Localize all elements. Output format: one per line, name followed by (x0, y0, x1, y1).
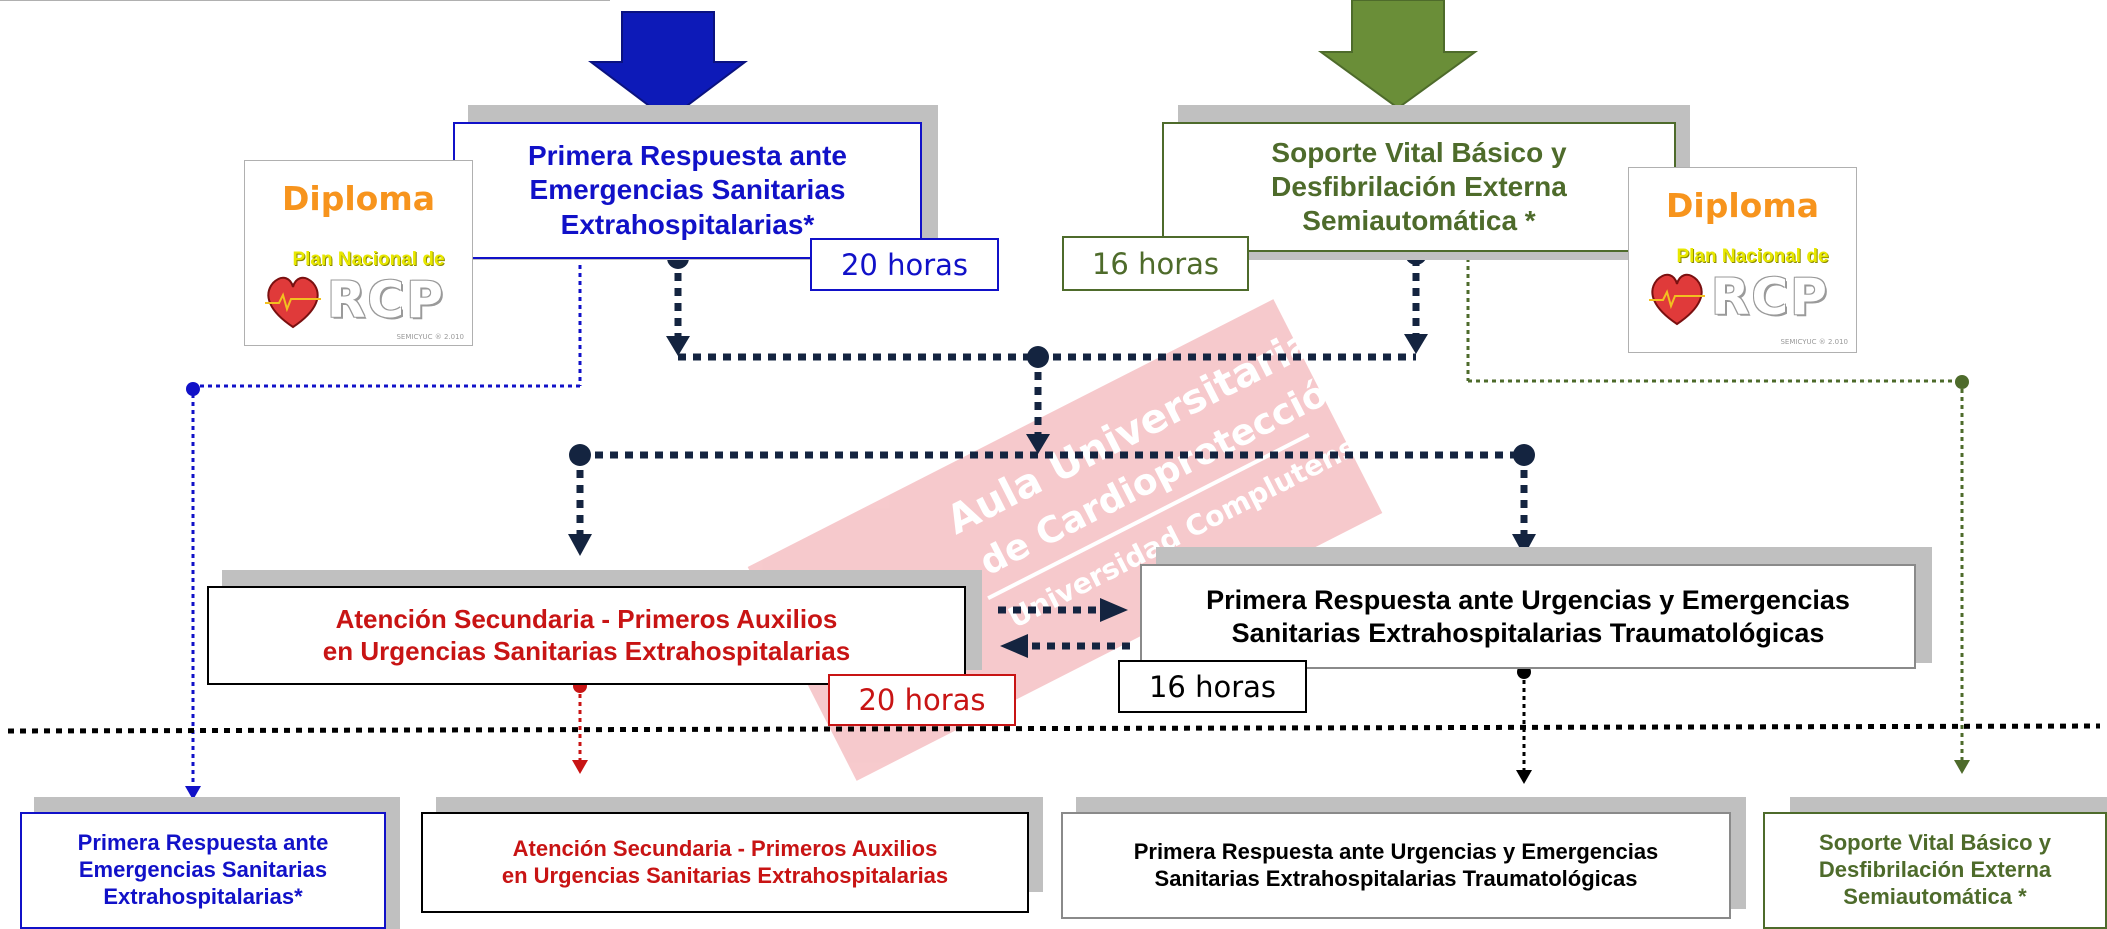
bottom-course-title-3: Primera Respuesta ante Urgencias y Emerg… (1133, 838, 1659, 891)
diploma-right-logo: RCP (1711, 268, 1829, 326)
diploma-left-credit: SEMICYUC ® 2.010 (396, 333, 464, 341)
diploma-left-title: Diploma (282, 179, 435, 218)
middle-right-course-box: Primera Respuesta ante Urgencias y Emerg… (1140, 564, 1916, 669)
bottom-course-title-1: Primera Respuesta ante Emergencias Sanit… (77, 830, 329, 909)
diploma-right-heart-icon (1645, 266, 1709, 330)
middle-right-course-title: Primera Respuesta ante Urgencias y Emerg… (1206, 584, 1850, 648)
blue-down-arrow-icon (588, 11, 748, 122)
bottom-course-title-2: Atención Secundaria - Primeros Auxilios … (501, 835, 949, 888)
diploma-right-title: Diploma (1666, 186, 1819, 225)
top-right-course-box: Soporte Vital Básico y Desfibrilación Ex… (1162, 122, 1676, 252)
diploma-right-plan: Plan Nacional de (1676, 246, 1829, 267)
top-rule (0, 0, 610, 1)
middle-right-hours-badge: 16 horas (1118, 660, 1307, 713)
middle-left-course-box: Atención Secundaria - Primeros Auxilios … (207, 586, 966, 685)
middle-left-course-title: Atención Secundaria - Primeros Auxilios … (322, 603, 851, 666)
middle-left-hours-badge: 20 horas (828, 674, 1016, 726)
top-left-course-title: Primera Respuesta ante Emergencias Sanit… (527, 140, 848, 240)
middle-left-hours: 20 horas (858, 683, 986, 717)
top-right-course-title: Soporte Vital Básico y Desfibrilación Ex… (1271, 136, 1567, 237)
diploma-right-credit: SEMICYUC ® 2.010 (1780, 338, 1848, 346)
bottom-course-box-1: Primera Respuesta ante Emergencias Sanit… (20, 812, 386, 929)
green-down-arrow-icon (1317, 0, 1479, 110)
bottom-course-title-4: Soporte Vital Básico y Desfibrilación Ex… (1818, 830, 2052, 909)
diploma-left-heart-icon (261, 269, 325, 333)
bottom-course-box-2: Atención Secundaria - Primeros Auxilios … (421, 812, 1029, 913)
top-left-hours-badge: 20 horas (810, 238, 999, 291)
bottom-course-box-3: Primera Respuesta ante Urgencias y Emerg… (1061, 812, 1731, 919)
bottom-course-box-4: Soporte Vital Básico y Desfibrilación Ex… (1763, 812, 2107, 929)
diploma-right: Diploma Plan Nacional de RCP SEMICYUC ® … (1628, 167, 1857, 353)
top-left-hours: 20 horas (840, 247, 969, 282)
diploma-left-plan: Plan Nacional de (292, 249, 445, 270)
diploma-left: Diploma Plan Nacional de RCP SEMICYUC ® … (244, 160, 473, 346)
top-left-course-box: Primera Respuesta ante Emergencias Sanit… (453, 122, 922, 259)
diploma-left-logo: RCP (327, 271, 445, 329)
middle-right-hours: 16 horas (1148, 669, 1277, 704)
top-right-hours-badge: 16 horas (1062, 236, 1249, 291)
top-right-hours: 16 horas (1091, 246, 1220, 281)
